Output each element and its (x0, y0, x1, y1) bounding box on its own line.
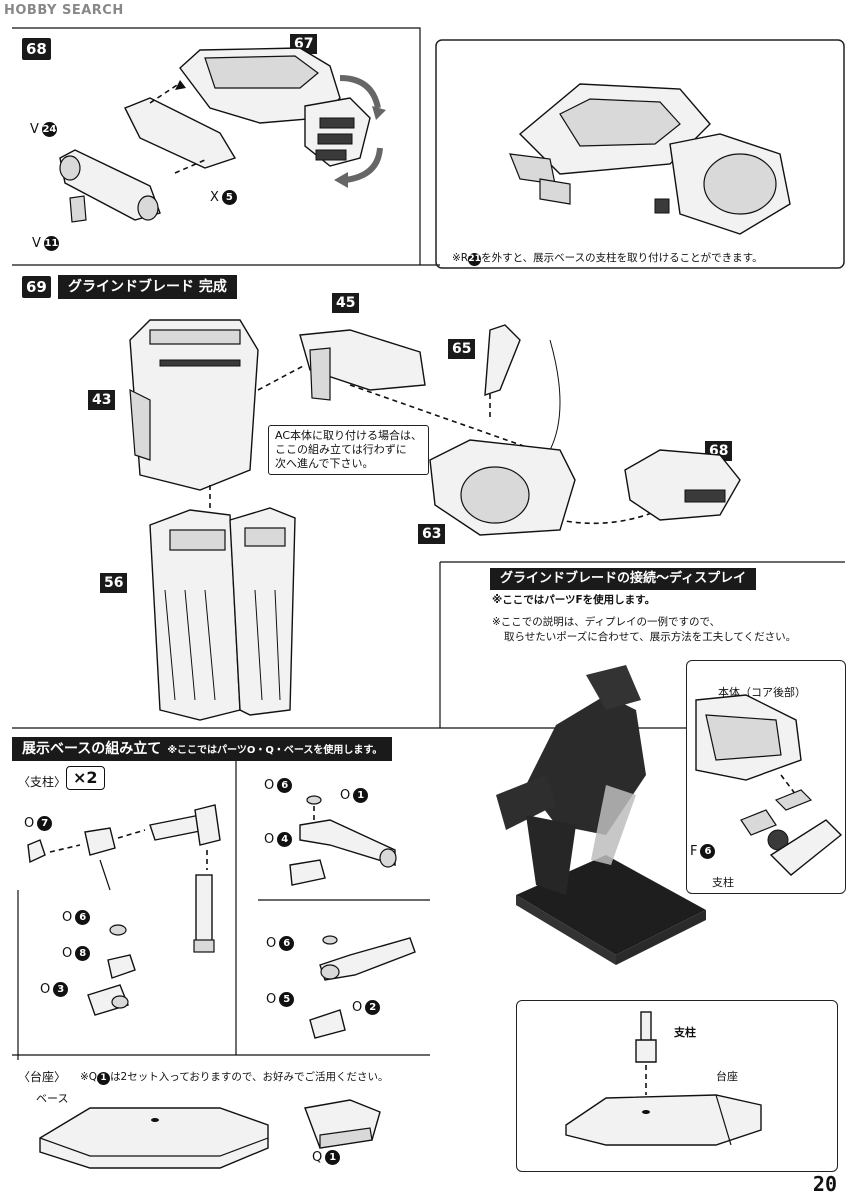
connect-note-line2: 取らせたいポーズに合わせて、展示方法を工夫してください。 (504, 631, 797, 643)
stand-heading: 〈台座〉 (18, 1070, 67, 1084)
connect-section-subtitle: ※ここではパーツFを使用します。 (492, 594, 656, 606)
stand-illustration (39, 1099, 381, 1169)
watermark: HOBBY SEARCH (4, 3, 124, 18)
display-photo (496, 665, 706, 965)
part-56-label: 56 (100, 573, 128, 593)
base-support-illustration (565, 1011, 762, 1146)
connect-section-title: グラインドブレードの接続～ディスプレイ (490, 568, 757, 590)
part-43-label: 43 (88, 390, 116, 410)
support-heading: 〈支柱〉 (18, 775, 67, 789)
base-section-title: 展示ベースの組み立て※ここではパーツO・Q・ベースを使用します。 (12, 737, 393, 761)
part-45-label: 45 (332, 293, 360, 313)
step-69-bubble: AC本体に取り付ける場合は、 ここの組み立ては行わずに 次へ進んで下さい。 (268, 425, 430, 475)
times-two: ×2 (66, 766, 105, 790)
right-top-note: ※R21を外すと、展示ベースの支柱を取り付けることができます。 (452, 252, 763, 266)
step-69-number: 69 (22, 276, 51, 298)
base-label: ベース (36, 1092, 69, 1105)
part-63-label: 63 (418, 524, 446, 544)
page-number: 20 (812, 1172, 837, 1196)
weapon-assembled-illustration (509, 83, 791, 235)
bottom-base-label: 台座 (716, 1070, 738, 1083)
step-69-illustration (129, 319, 741, 721)
bottom-support-label: 支柱 (674, 1026, 696, 1039)
support-assembly-illustration (17, 795, 430, 1060)
part-65-label: 65 (448, 339, 476, 359)
step-68-illustration (59, 47, 386, 223)
connect-note-line1: ※ここでの説明は、ディプレイの一例ですので、 (492, 616, 721, 628)
step-68-number: 68 (22, 38, 51, 60)
inset-support-label: 支柱 (712, 876, 734, 889)
step-69-title: グラインドブレード 完成 (58, 275, 237, 299)
inset-illustration (695, 694, 843, 876)
